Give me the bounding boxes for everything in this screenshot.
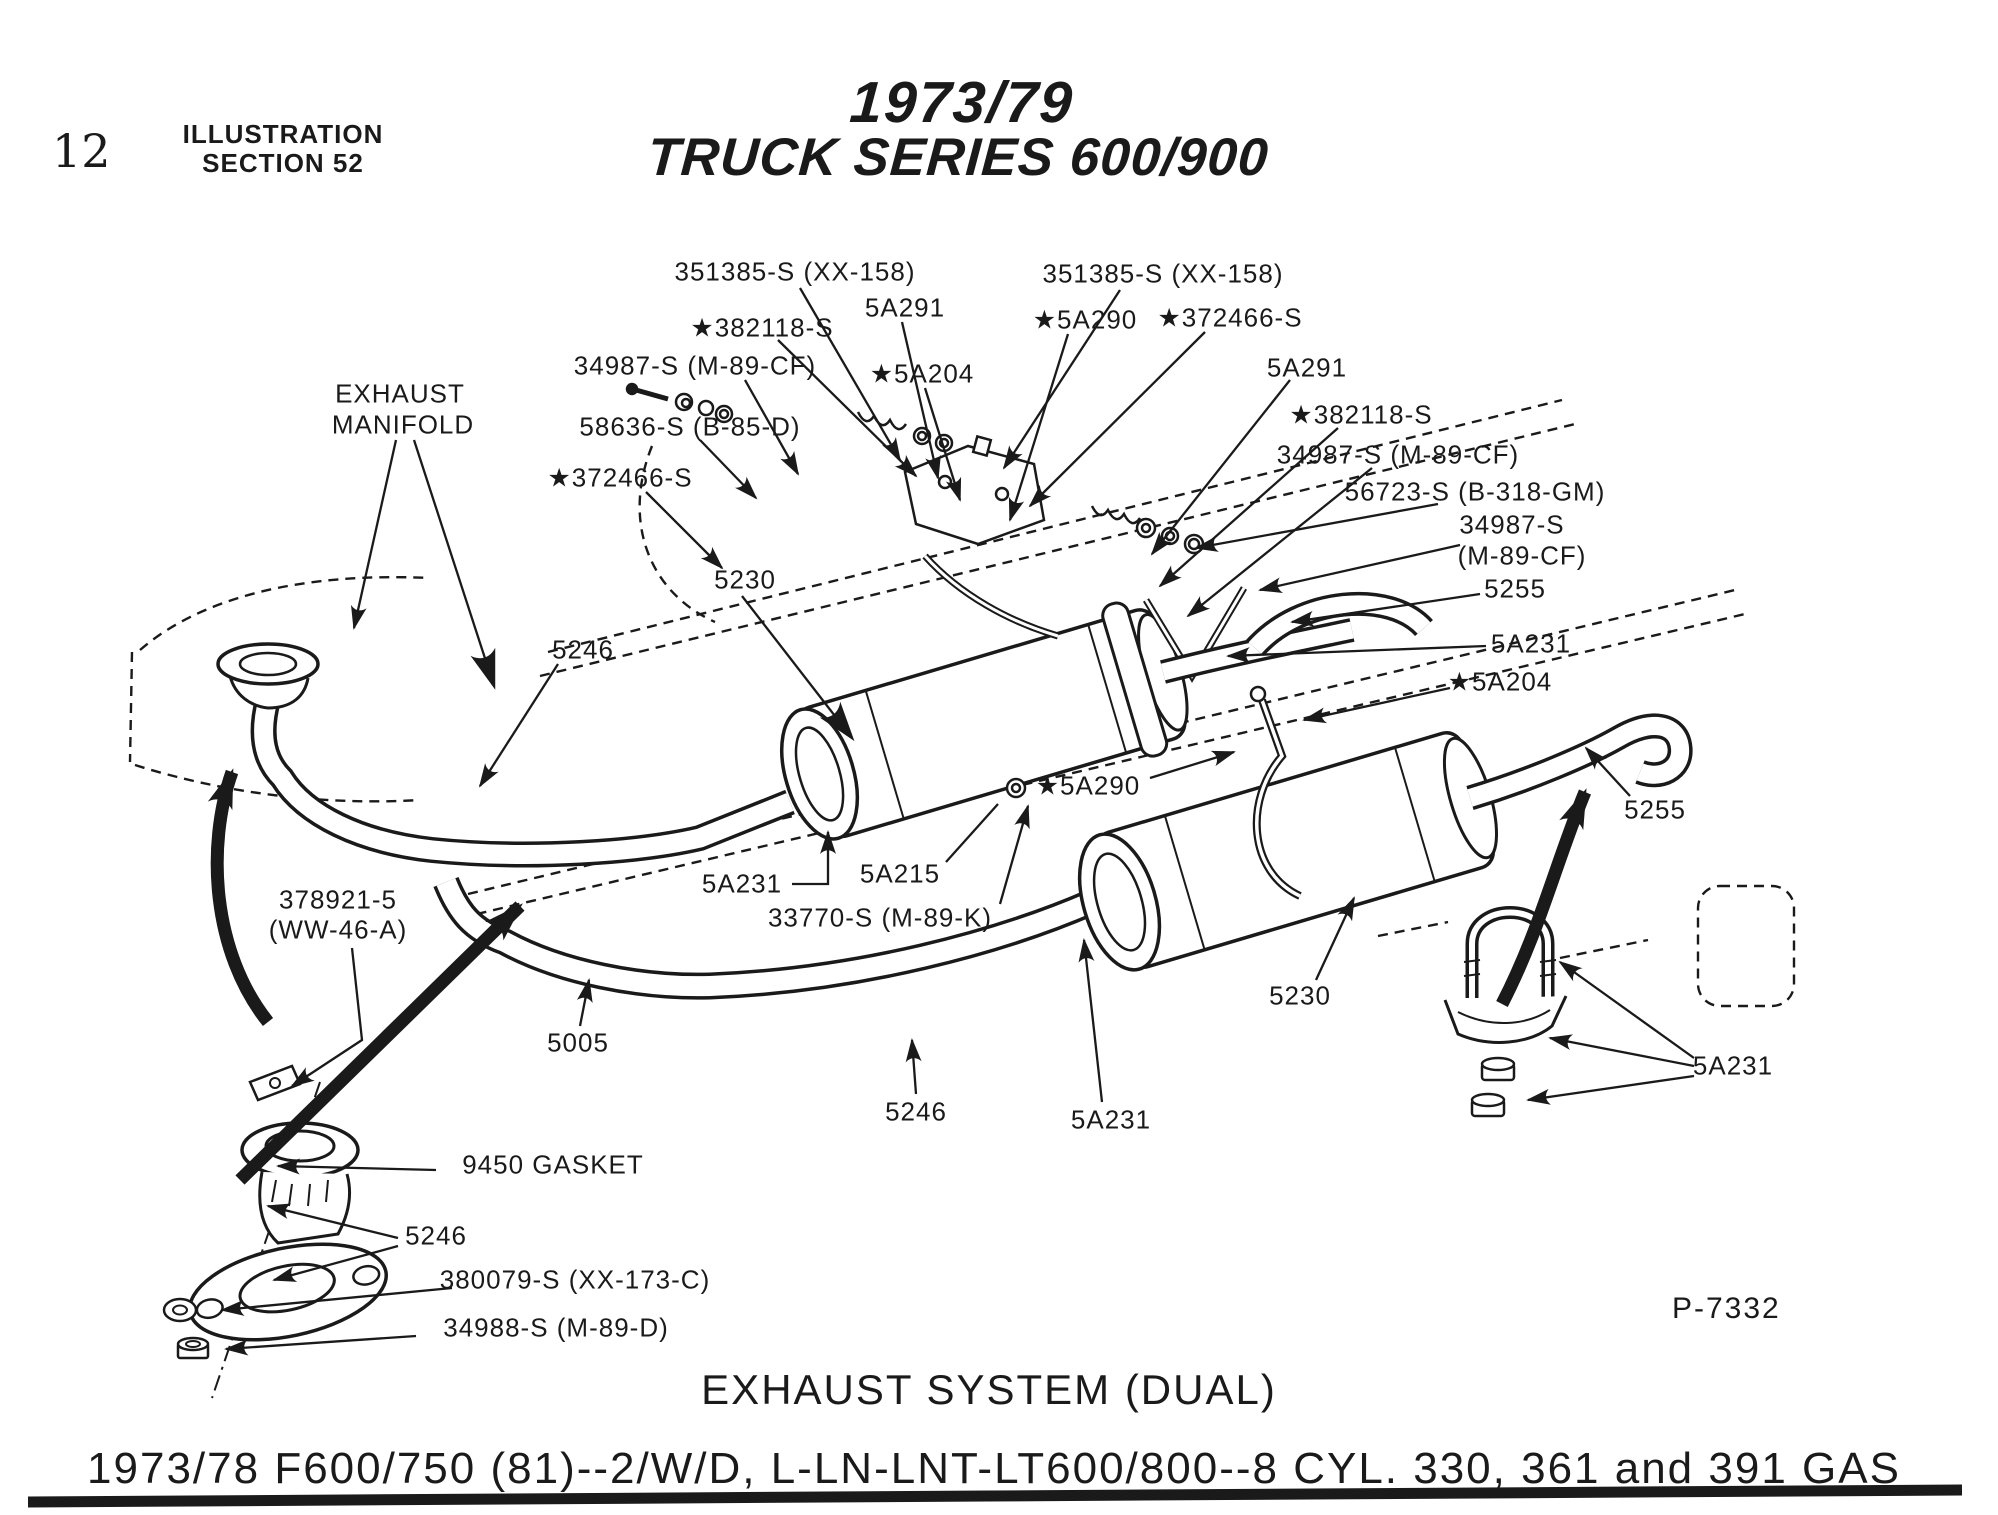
manifold-flange: [216, 642, 320, 710]
part-label-9450: 9450 GASKET: [462, 1149, 644, 1180]
assembly-arrows: [207, 768, 1592, 1185]
rear-inlet-pipe: [433, 876, 1098, 1000]
section-label-line2: SECTION 52: [202, 148, 364, 178]
part-label-34987-1: 34987-S (M-89-CF): [573, 350, 817, 381]
part-label-5a231-1: 5A231: [1490, 628, 1572, 659]
part-label-5a290-1: ★5A290: [1032, 304, 1138, 335]
part-label-5a231-4: 5A231: [1692, 1050, 1774, 1081]
part-label-5246-3: 5246: [405, 1220, 467, 1251]
plate-code: P-7332: [1672, 1292, 1781, 1325]
title-years: 1973/79: [847, 70, 1077, 135]
front-muffler: [780, 601, 1189, 841]
title-series: TRUCK SERIES 600/900: [645, 128, 1271, 187]
part-label-382118-2: ★382118-S: [1289, 399, 1433, 430]
part-label-5246-1: 5246: [552, 634, 614, 665]
part-label-351385-1: 351385-S (XX-158): [674, 256, 916, 287]
part-label-manifold-1: EXHAUST: [335, 378, 465, 409]
part-label-372466-1: ★372466-S: [1157, 302, 1303, 333]
footer-rule: [27, 1484, 1963, 1508]
rear-hanger-strap: [1249, 685, 1302, 900]
section-label-line1: ILLUSTRATION: [182, 119, 384, 149]
part-label-34987-2: 34987-S (M-89-CF): [1276, 439, 1520, 470]
part-label-56723: 56723-S (B-318-GM): [1344, 476, 1606, 507]
page-number: 12: [52, 124, 111, 178]
u-bolt-clamp-detail: [1443, 906, 1568, 1118]
part-label-34987-3b: (M-89-CF): [1457, 540, 1587, 571]
part-label-58636: 58636-S (B-85-D): [579, 411, 801, 442]
part-label-5230-1: 5230: [714, 564, 776, 595]
part-label-5246-2: 5246: [885, 1096, 947, 1127]
part-label-5a215: 5A215: [859, 858, 941, 889]
rear-muffler: [1077, 731, 1498, 972]
part-label-5255-2: 5255: [1624, 794, 1686, 825]
applicability-line: 1973/78 F600/750 (81)--2/W/D, L-LN-LNT-L…: [87, 1444, 1901, 1493]
part-label-380079: 380079-S (XX-173-C): [439, 1264, 711, 1295]
part-label-5a231-2: 5A231: [701, 868, 783, 899]
part-label-5a204-1: ★5A204: [869, 358, 975, 389]
section-label: ILLUSTRATION SECTION 52: [178, 120, 388, 178]
front-downpipe: [250, 696, 795, 868]
rear-tailpipe: [1466, 713, 1693, 810]
part-label-351385-2: 351385-S (XX-158): [1042, 258, 1284, 289]
flange-gasket-detail: [162, 1064, 388, 1360]
part-label-5a231-3: 5A231: [1070, 1104, 1152, 1135]
part-label-33770: 33770-S (M-89-K): [767, 902, 993, 933]
part-label-382118-1: ★382118-S: [690, 312, 834, 343]
part-label-5a291-1: 5A291: [864, 292, 946, 323]
part-label-5a290-2: ★5A290: [1035, 770, 1141, 801]
part-label-5230-2: 5230: [1269, 980, 1331, 1011]
leader-lines: [220, 287, 1695, 1356]
part-label-372466-2: ★372466-S: [547, 462, 693, 493]
part-label-378921-a: 378921-5: [279, 884, 397, 915]
part-label-378921-b: (WW-46-A): [268, 914, 408, 945]
part-label-5255-1: 5255: [1484, 573, 1546, 604]
part-label-manifold-2: MANIFOLD: [331, 409, 475, 440]
diagram-caption: EXHAUST SYSTEM (DUAL): [701, 1366, 1277, 1413]
part-label-5a291-2: 5A291: [1266, 352, 1348, 383]
part-label-5005: 5005: [547, 1027, 609, 1058]
part-label-5a204-2: ★5A204: [1447, 666, 1553, 697]
front-tailpipe: [1160, 591, 1433, 684]
drawing-title: 1973/79 TRUCK SERIES 600/900: [606, 70, 1314, 187]
part-label-34987-3a: 34987-S: [1459, 509, 1565, 540]
part-label-34988: 34988-S (M-89-D): [443, 1312, 669, 1343]
